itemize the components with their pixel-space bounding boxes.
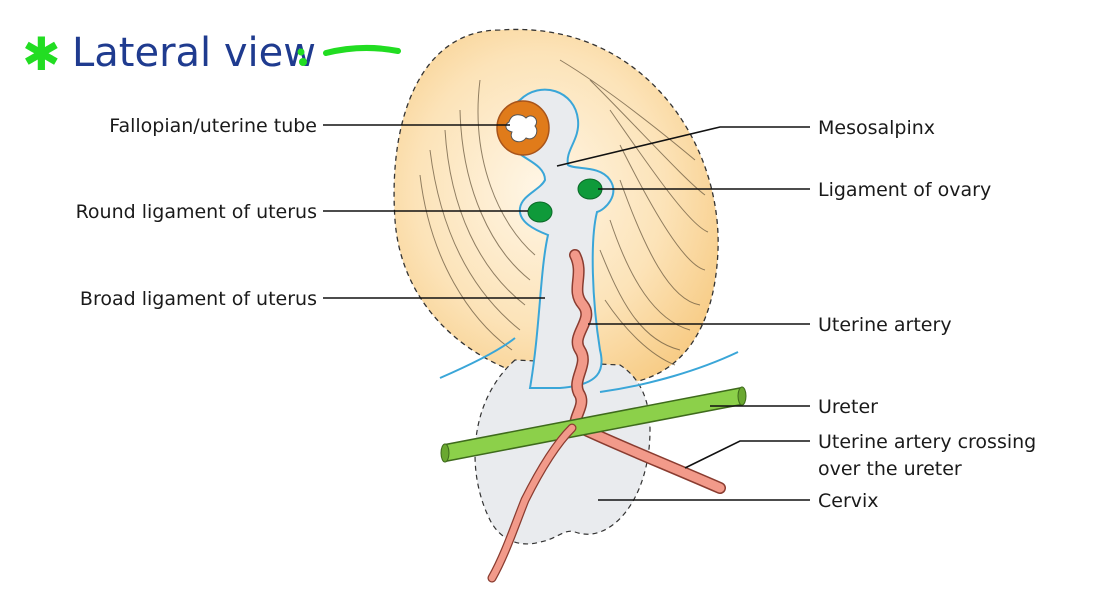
diagram-title: Lateral view (72, 30, 316, 76)
label-uterine-artery: Uterine artery (818, 314, 952, 336)
label-ligament-of-ovary: Ligament of ovary (818, 179, 991, 201)
label-mesosalpinx: Mesosalpinx (818, 117, 935, 139)
label-round-ligament: Round ligament of uterus (76, 201, 317, 223)
label-ureter: Ureter (818, 396, 878, 418)
fallopian-tube (497, 101, 549, 155)
label-fallopian-tube: Fallopian/uterine tube (109, 115, 317, 137)
label-crossing-line2: over the ureter (818, 458, 962, 480)
label-cervix: Cervix (818, 490, 879, 512)
round-ligament-dot (528, 202, 552, 222)
asterisk-icon: ✱ (22, 27, 61, 81)
label-crossing-line1: Uterine artery crossing (818, 431, 1036, 453)
label-broad-ligament: Broad ligament of uterus (80, 288, 317, 310)
title-group: ✱ Lateral view (22, 27, 398, 81)
